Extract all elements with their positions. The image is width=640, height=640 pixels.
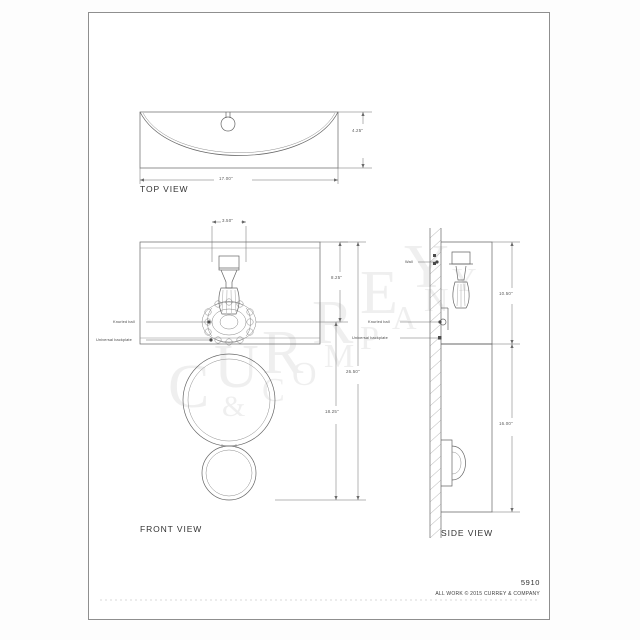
top-view-width-dimension bbox=[139, 168, 339, 184]
top-view-depth-dimension bbox=[338, 111, 372, 169]
copyright-notice: ALL WORK © 2015 CURREY & COMPANY bbox=[435, 591, 540, 597]
top-view-geometry bbox=[139, 111, 339, 169]
front-view-socket-width-value: 3.50" bbox=[222, 218, 234, 223]
sku-number: 5910 bbox=[520, 578, 540, 587]
front-view-upper-height-value: 8.25" bbox=[331, 275, 343, 280]
top-view-label: TOP VIEW bbox=[140, 184, 189, 194]
side-view-upper-height-value: 10.50" bbox=[499, 291, 513, 296]
front-view-callout-leaders bbox=[146, 320, 213, 342]
front-universal-backplate-callout: Universal backplate bbox=[96, 337, 132, 342]
sheet-border bbox=[88, 12, 550, 620]
front-view-lower-dimension bbox=[334, 322, 338, 500]
front-view-width-dimension bbox=[211, 220, 247, 262]
side-wall-callout: Wall bbox=[405, 259, 413, 264]
side-view-callout-leaders bbox=[400, 254, 442, 340]
front-view-lower-height-value: 18.25" bbox=[325, 409, 339, 414]
top-view-depth-value: 4.25" bbox=[352, 128, 364, 133]
side-view-lower-height-value: 16.00" bbox=[499, 421, 513, 426]
side-knurled-ball-callout: Knurled ball bbox=[368, 319, 390, 324]
front-knurled-ball-callout: Knurled ball bbox=[113, 319, 135, 324]
front-view-label: FRONT VIEW bbox=[140, 524, 203, 534]
side-view-upper-dimension bbox=[492, 241, 520, 345]
front-view-geometry bbox=[139, 241, 321, 501]
front-view-upper-dimension bbox=[256, 241, 348, 323]
side-view-label: SIDE VIEW bbox=[441, 528, 494, 538]
front-view-total-height-value: 26.50" bbox=[346, 369, 360, 374]
top-view-width-value: 17.00" bbox=[219, 176, 233, 181]
front-view-total-dimension bbox=[275, 241, 366, 501]
side-view-lower-dimension bbox=[492, 344, 520, 513]
side-view-geometry bbox=[429, 227, 493, 539]
side-universal-backplate-callout: Universal backplate bbox=[352, 335, 388, 340]
